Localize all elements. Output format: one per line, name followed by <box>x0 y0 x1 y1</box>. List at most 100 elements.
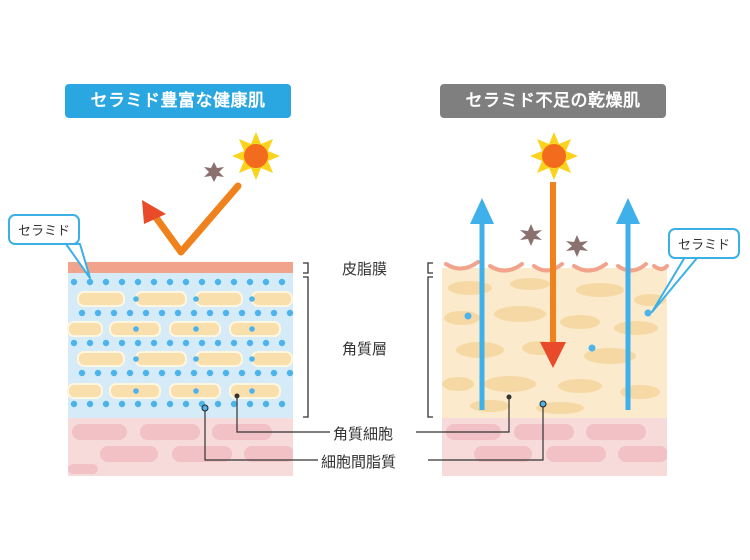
ceramide-dot <box>254 369 262 377</box>
ceramide-dot <box>198 278 206 286</box>
ceramide-dot <box>158 369 166 377</box>
ceramide-dot <box>238 309 246 317</box>
sebum-film-label: 皮脂膜 <box>342 260 388 278</box>
dust-particle-icon-right-2 <box>566 235 588 257</box>
ceramide-dot <box>286 309 294 317</box>
ceramide-dot <box>198 339 206 347</box>
ceramide-dot <box>230 339 238 347</box>
stratum-corneum-label: 角質層 <box>342 340 388 358</box>
ceramide-dot <box>249 356 255 362</box>
ceramide-dot <box>78 309 86 317</box>
ceramide-dot <box>246 278 254 286</box>
ceramide-dot <box>214 339 222 347</box>
ceramide-callout-right: セラミド <box>668 228 741 259</box>
ceramide-dot <box>142 369 150 377</box>
ceramide-dot <box>278 400 286 408</box>
ceramide-dot <box>193 356 199 362</box>
ceramide-dot <box>126 309 134 317</box>
ceramide-dot <box>150 278 158 286</box>
ceramide-dot <box>270 309 278 317</box>
ceramide-dot <box>182 339 190 347</box>
ceramide-dot <box>86 339 94 347</box>
reflected-arrow-head <box>142 200 166 224</box>
ceramide-dot <box>230 400 238 408</box>
ceramide-dot <box>118 278 126 286</box>
ceramide-dot <box>193 296 199 302</box>
ceramide-dot <box>118 339 126 347</box>
ceramide-dot <box>94 369 102 377</box>
sun-icon <box>232 132 280 180</box>
ceramide-dot <box>214 278 222 286</box>
reflected-uv-arrow <box>148 182 242 256</box>
ceramide-dot <box>158 309 166 317</box>
healthy-skin-panel <box>67 132 294 476</box>
ceramide-dot <box>166 400 174 408</box>
ceramide-dot <box>222 369 230 377</box>
ceramide-dot <box>182 400 190 408</box>
ceramide-dot <box>133 356 139 362</box>
intercellular-lipid-label: 細胞間脂質 <box>321 453 397 471</box>
ceramide-dot <box>206 369 214 377</box>
dry-skin-panel <box>442 132 669 476</box>
ceramide-dot <box>246 400 254 408</box>
leader-dots-ceramide <box>201 400 547 412</box>
ceramide-dot <box>133 326 139 332</box>
ceramide-dot <box>249 326 255 332</box>
ceramide-dot <box>118 400 126 408</box>
ceramide-dot <box>102 400 110 408</box>
penetrating-uv-arrow <box>540 182 566 368</box>
ceramide-dots <box>70 278 294 408</box>
ceramide-dot <box>238 369 246 377</box>
sun-icon-right <box>530 132 578 180</box>
ceramide-dot <box>249 388 255 394</box>
ceramide-dot <box>230 278 238 286</box>
ceramide-dot <box>70 278 78 286</box>
ceramide-dot <box>126 369 134 377</box>
dust-particle-icon-right <box>520 224 542 246</box>
dermis-cells-right <box>446 424 667 462</box>
leader-lines <box>204 396 544 461</box>
ceramide-dot <box>134 278 142 286</box>
ceramide-dot <box>134 339 142 347</box>
sebum-film-layer <box>68 262 293 273</box>
ceramide-dot <box>78 369 86 377</box>
ceramide-dot <box>110 309 118 317</box>
sebum-film-fragments <box>444 260 669 273</box>
ceramide-dot <box>193 388 199 394</box>
ceramide-dot <box>70 339 78 347</box>
ceramide-dot <box>110 369 118 377</box>
ceramide-dot <box>150 339 158 347</box>
ceramide-dot <box>182 278 190 286</box>
ceramide-dot <box>190 369 198 377</box>
ceramide-dot <box>222 309 230 317</box>
ceramide-dot <box>193 326 199 332</box>
corneocyte-label: 角質細胞 <box>333 425 394 443</box>
ceramide-dot <box>190 309 198 317</box>
ceramide-dot <box>86 400 94 408</box>
ceramide-dot <box>150 400 158 408</box>
ceramide-dot <box>262 278 270 286</box>
moisture-loss-arrows <box>470 198 640 410</box>
ceramide-dot <box>166 339 174 347</box>
ceramide-dot <box>278 278 286 286</box>
ceramide-dot <box>174 369 182 377</box>
label-brackets <box>303 262 433 418</box>
ceramide-dot <box>134 400 142 408</box>
ceramide-dot <box>133 388 139 394</box>
ceramide-dot <box>206 309 214 317</box>
ceramide-dot <box>133 296 139 302</box>
dry-skin-title: セラミド不足の乾燥肌 <box>440 84 666 118</box>
ceramide-dot <box>86 278 94 286</box>
ceramide-dot <box>249 296 255 302</box>
ceramide-dot <box>174 309 182 317</box>
ceramide-dot <box>102 278 110 286</box>
dust-particle-icon <box>204 162 224 182</box>
ceramide-dots-right <box>464 309 652 352</box>
ceramide-dot <box>214 400 222 408</box>
ceramide-dot <box>246 339 254 347</box>
ceramide-dot <box>262 400 270 408</box>
ceramide-dot <box>166 278 174 286</box>
ceramide-dot <box>142 309 150 317</box>
ceramide-dot <box>254 309 262 317</box>
healthy-skin-title: セラミド豊富な健康肌 <box>65 84 291 118</box>
